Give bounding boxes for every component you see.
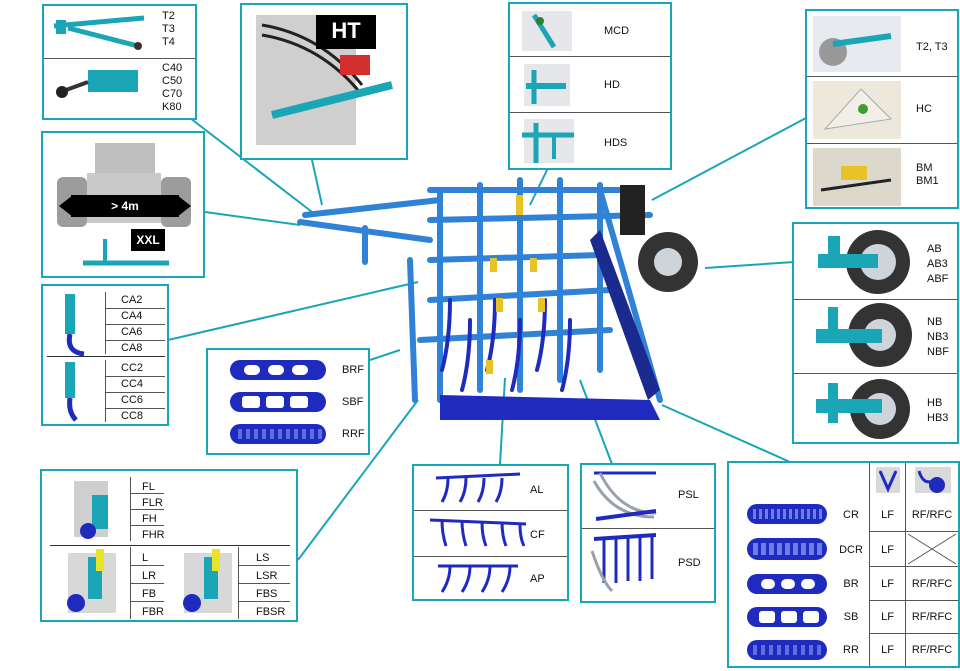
roller-br-thumbnail xyxy=(747,574,827,594)
harrow-psd-label: PSD xyxy=(678,557,701,569)
transport-width-label: > 4m xyxy=(111,199,139,213)
roller-dcr-thumbnail xyxy=(747,538,827,560)
marker-hd-label: HD xyxy=(604,79,620,91)
lighting-bm-label: BM BM1 xyxy=(916,162,939,187)
share-al-label: AL xyxy=(530,484,544,496)
roller-rf: RF/RFC xyxy=(911,578,953,590)
tine-ca-thumbnail xyxy=(65,294,85,357)
roller-rf: RF/RFC xyxy=(911,611,953,623)
roller-rr-thumbnail xyxy=(747,640,827,660)
wheels-panel: AB AB3 ABF NB NB3 NBF HB HB3 xyxy=(792,222,959,444)
lighting-bm-thumbnail xyxy=(813,148,901,206)
roller-lf: LF xyxy=(881,509,894,521)
wheel-ab-label: AB AB3 ABF xyxy=(927,243,949,285)
tractor-thumbnail xyxy=(57,143,191,266)
roller-code: DCR xyxy=(839,544,863,556)
levelling-right-labels: LS LSR FBS FBSR xyxy=(256,552,286,618)
roller-sbf-thumbnail xyxy=(230,392,326,412)
marker-mcd-label: MCD xyxy=(604,25,630,37)
lighting-t2t3-thumbnail xyxy=(813,16,901,72)
lighting-hc-thumbnail xyxy=(813,81,901,139)
marker-hds-thumbnail xyxy=(522,119,574,163)
hitch-bottom-thumbnail xyxy=(56,70,138,98)
roller-sbf-label: SBF xyxy=(342,396,364,408)
hitch-top-thumbnail xyxy=(53,15,145,50)
wheel-nb-thumbnail xyxy=(816,303,912,367)
marker-mcd-thumbnail xyxy=(522,11,572,51)
rf-header-icon xyxy=(915,467,951,493)
roller-lf: LF xyxy=(881,644,894,656)
wheel-hb-label: HB HB3 xyxy=(927,397,949,424)
roller-rf: RF/RFC xyxy=(911,509,953,521)
lighting-t2t3-label: T2, T3 xyxy=(916,41,948,53)
markers-panel: MCD HD HDS xyxy=(508,2,672,170)
lighting-hc-label: HC xyxy=(916,103,932,115)
harrow-psl-label: PSL xyxy=(678,489,699,501)
levelling-panel: FL FLR FH FHR L LR FB FBR LS LSR FBS FBS… xyxy=(40,469,298,622)
hydraulic-thumbnail xyxy=(256,15,393,145)
levelling-ls-thumbnail xyxy=(183,549,232,613)
share-al-thumbnail xyxy=(435,472,521,503)
transport-width-panel: > 4m XXL xyxy=(41,131,205,278)
xxl-label: XXL xyxy=(136,233,160,247)
roller-code: BR xyxy=(843,578,859,590)
wheel-hb-thumbnail xyxy=(816,379,910,439)
roller-code: SB xyxy=(843,611,859,623)
roller-code: CR xyxy=(843,509,859,521)
roller-brf-thumbnail xyxy=(230,360,326,380)
roller-brf-label: BRF xyxy=(342,364,364,376)
roller-rf: RF/RFC xyxy=(911,644,953,656)
marker-hds-label: HDS xyxy=(604,137,628,149)
shares-panel: AL CF AP xyxy=(412,464,569,601)
wheel-nb-label: NB NB3 NBF xyxy=(927,316,949,358)
tines-panel: CA2 CA4 CA6 CA8 CC2 CC4 CC6 CC8 xyxy=(41,284,169,426)
harrow-psl-thumbnail xyxy=(592,471,657,521)
front-rollers-panel: BRF SBF RRF xyxy=(206,348,370,455)
tine-cc-thumbnail xyxy=(65,362,78,422)
roller-sb-thumbnail xyxy=(747,607,827,627)
hitch-top-labels: T2 T3 T4 xyxy=(162,10,175,48)
marker-hd-thumbnail xyxy=(524,64,570,106)
harrows-panel: PSL PSD xyxy=(580,463,716,603)
share-cf-thumbnail xyxy=(429,518,527,547)
roller-rrf-label: RRF xyxy=(342,428,365,440)
hitch-bottom-labels: C40 C50 C70 K80 xyxy=(162,62,183,113)
harrow-psd-thumbnail xyxy=(590,533,657,593)
lighting-panel: T2, T3 HC BM BM1 xyxy=(805,9,959,209)
not-available-cross-icon xyxy=(907,533,957,565)
levelling-mid-labels: L LR FB FBR xyxy=(142,552,164,618)
hydraulic-panel: HT xyxy=(240,3,408,160)
levelling-fl-thumbnail xyxy=(74,481,108,539)
levelling-top-labels: FL FLR FH FHR xyxy=(142,481,165,541)
roller-cr-thumbnail xyxy=(747,504,827,524)
rear-rollers-panel: CR LF RF/RFC DCR LF BR LF RF/RFC xyxy=(727,461,960,668)
roller-lf: LF xyxy=(881,578,894,590)
tine-cc-labels: CC2 CC4 CC6 CC8 xyxy=(121,362,144,422)
ht-badge: HT xyxy=(331,18,361,43)
wheel-ab-thumbnail xyxy=(818,230,910,294)
tine-ca-labels: CA2 CA4 CA6 CA8 xyxy=(121,294,143,354)
roller-rrf-thumbnail xyxy=(230,424,326,444)
share-cf-label: CF xyxy=(530,529,545,541)
roller-lf: LF xyxy=(881,544,894,556)
share-ap-thumbnail xyxy=(438,564,518,593)
roller-code: RR xyxy=(843,644,859,656)
roller-lf: LF xyxy=(881,611,894,623)
lf-header-icon xyxy=(876,467,900,493)
share-ap-label: AP xyxy=(530,573,545,585)
hitch-options-panel: T2 T3 T4 C40 C50 C70 K80 xyxy=(42,4,197,120)
levelling-l-thumbnail xyxy=(67,549,116,613)
